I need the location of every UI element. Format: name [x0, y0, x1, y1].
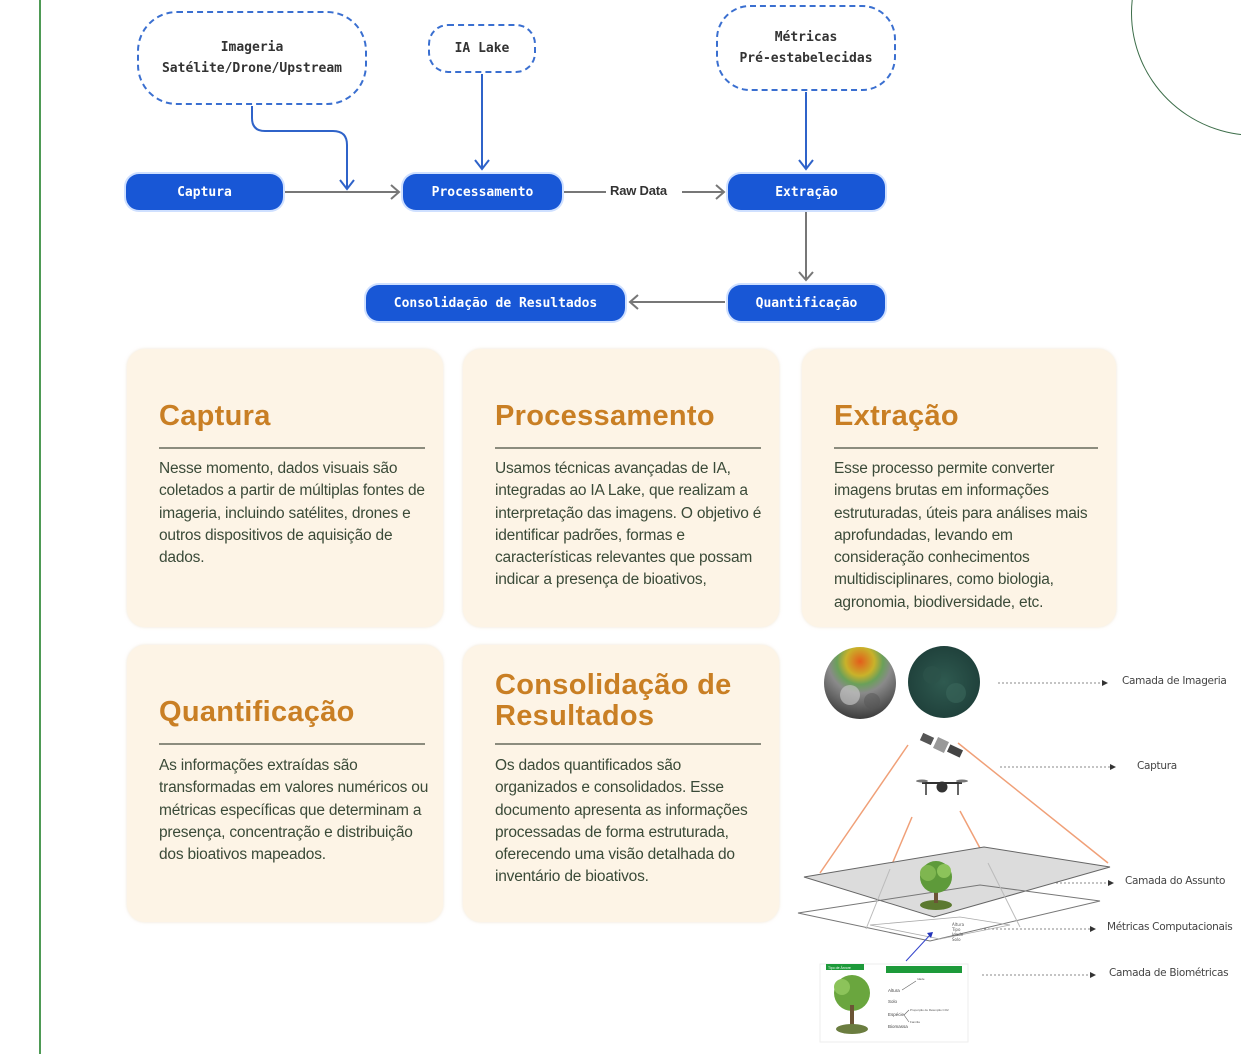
card-captura: Captura Nesse momento, dados visuais são… [127, 349, 443, 627]
satellite-icon [919, 732, 964, 758]
label-metrics-layer: Métricas Computacionais [1107, 921, 1233, 933]
arrowhead-ialake [474, 159, 490, 171]
card-title: Captura [159, 400, 271, 432]
card-body: Nesse momento, dados visuais são coletad… [159, 460, 425, 567]
tree-icon [920, 861, 952, 910]
metric-tag: Solo [952, 937, 961, 942]
connector-imagery-to-flow [251, 106, 348, 188]
heatmap-imagery-icon [824, 647, 896, 719]
layer-diagram-graphics: Altura Tipo Idade Solo Tipo de Árvore Al… [797, 646, 1116, 1043]
arrowhead-consolidacao [628, 294, 639, 310]
card-quantificacao: Quantificação As informações extraídas s… [127, 645, 443, 922]
source-metrics-line1: Métricas [774, 30, 838, 45]
biometric-field: Altura [888, 988, 900, 993]
metric-tag: Idade [952, 932, 964, 937]
metric-tag: Tipo [951, 927, 961, 932]
subject-layer-plane [803, 846, 1111, 918]
card-processamento: Processamento Usamos técnicas avançadas … [463, 349, 779, 627]
card-divider [495, 743, 761, 745]
node-processamento: Processamento [403, 174, 562, 210]
source-ia-lake: IA Lake [428, 24, 536, 73]
label-capture-layer: Captura [1137, 760, 1177, 772]
card-title: Extração [834, 400, 959, 432]
blue-pointer-line [905, 934, 931, 962]
forest-imagery-icon [908, 646, 980, 718]
arrowhead-quantificacao [798, 271, 814, 282]
biometric-branch: Idade [917, 977, 925, 981]
node-consolidacao: Consolidação de Resultados [366, 285, 625, 321]
arrowhead-metrics [798, 159, 814, 171]
metric-tag: Altura [952, 922, 965, 927]
source-imagery-line1: Imageria [220, 40, 284, 55]
arrow-subject [1108, 880, 1114, 886]
source-ia-lake-label: IA Lake [454, 41, 510, 56]
card-body: Usamos técnicas avançadas de IA, integra… [495, 460, 762, 589]
card-title: Processamento [495, 400, 715, 432]
node-extracao: Extração [728, 174, 885, 210]
biometric-branch: Proporção de Retenção CO2 [910, 1008, 949, 1012]
arrow-metrics [1090, 926, 1096, 932]
arrowhead-imagery [339, 179, 355, 191]
label-imagery-layer: Camada de Imageria [1122, 675, 1227, 687]
biometric-card: Tipo de Árvore Altura Solo Espécie Bioma… [819, 963, 969, 1043]
arrowhead-processamento [390, 184, 401, 200]
drone-icon [916, 779, 968, 795]
layer-diagram: Altura Tipo Idade Solo Tipo de Árvore Al… [790, 635, 1241, 1054]
card-title: Quantificação [159, 696, 355, 728]
arrow-capture [1110, 764, 1116, 770]
source-metrics: Métricas Pré-estabelecidas [716, 5, 896, 91]
card-divider [159, 743, 425, 745]
card-body: As informações extraídas são transformad… [159, 757, 429, 864]
card-title: Consolidação de Resultados [495, 669, 732, 732]
arrow-imagery [1102, 680, 1108, 686]
arrowhead-extracao [715, 184, 726, 200]
card-divider [159, 447, 425, 449]
card-body: Os dados quantificados são organizados e… [495, 757, 748, 886]
arrow-biometrics [1090, 972, 1096, 978]
source-metrics-line2: Pré-estabelecidas [739, 51, 873, 66]
biometric-card-header: Tipo de Árvore [828, 966, 851, 970]
label-subject-layer: Camada do Assunto [1125, 875, 1226, 887]
card-extracao: Extração Esse processo permite converter… [802, 349, 1116, 627]
source-imagery-line2: Satélite/Drone/Upstream [161, 61, 342, 76]
biometric-field: Solo [888, 999, 898, 1004]
edge-label-raw-data: Raw Data [610, 183, 667, 198]
biometric-field: Biomassa [888, 1024, 908, 1029]
label-biometrics-layer: Camada de Biométricas [1109, 967, 1229, 979]
card-body: Esse processo permite converter imagens … [834, 460, 1088, 611]
left-border-line [39, 0, 41, 1054]
card-divider [495, 447, 761, 449]
card-consolidacao: Consolidação de Resultados Os dados quan… [463, 645, 779, 922]
metrics-layer-plane [797, 884, 1101, 942]
card-divider [834, 447, 1098, 449]
blue-pointer-arrow [927, 932, 933, 938]
node-quantificacao: Quantificação [728, 285, 885, 321]
metrics-inner-plane [869, 916, 1011, 940]
biometric-branch: Família [910, 1020, 920, 1024]
source-imagery: Imageria Satélite/Drone/Upstream [137, 11, 367, 105]
flow-connectors [251, 74, 814, 310]
node-captura: Captura [126, 174, 283, 210]
biometric-field: Espécie [888, 1012, 905, 1017]
